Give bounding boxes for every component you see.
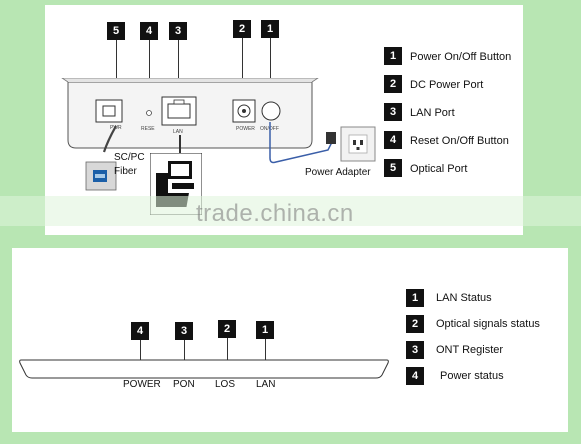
power-adapter-label: Power Adapter (305, 167, 371, 178)
legend-num: 3 (384, 103, 402, 121)
power-outlet-icon (340, 126, 376, 162)
legend-num: 1 (384, 47, 402, 65)
leader-line (184, 340, 185, 360)
legend-num: 4 (384, 131, 402, 149)
callout-optical-port: 5 (107, 22, 125, 40)
leader-line (265, 339, 266, 360)
legend-num: 2 (406, 315, 424, 333)
callout-lan-led: 1 (256, 321, 274, 339)
leader-line (116, 40, 117, 82)
led-label-los: LOS (215, 379, 236, 390)
legend-text: Power On/Off Button (410, 51, 512, 63)
callout-los-led: 2 (218, 320, 236, 338)
legend-num: 5 (384, 159, 402, 177)
leader-line (140, 340, 141, 360)
power-cable (269, 122, 336, 164)
fiber-label-line1: SC/PC (114, 152, 145, 163)
callout-pon-led: 3 (175, 322, 193, 340)
callout-power-led: 4 (131, 322, 149, 340)
leader-line (227, 338, 228, 360)
lan-port-label: LAN (173, 129, 183, 135)
front-panel-diagram (12, 248, 568, 432)
leader-line (270, 38, 271, 82)
legend-text: ONT Register (436, 344, 504, 356)
legend-text: LAN Port (410, 107, 455, 119)
led-label-lan: LAN (256, 379, 276, 390)
legend-num: 3 (406, 341, 424, 359)
ont-front-bar (19, 359, 389, 379)
callout-lan-port: 3 (169, 22, 187, 40)
lan-cable (179, 135, 181, 153)
reset-port-label: RESE (141, 126, 155, 132)
legend-text: DC Power Port (410, 79, 484, 91)
legend-text: LAN Status (436, 292, 492, 304)
power-port-label: POWER (236, 126, 255, 132)
callout-reset: 4 (140, 22, 158, 40)
legend-text: Optical Port (410, 163, 468, 175)
led-label-power: POWER (123, 379, 161, 390)
legend-text: Reset On/Off Button (410, 135, 509, 147)
fiber-label-line2: Fiber (114, 166, 137, 177)
legend-text: Power status (440, 370, 504, 382)
legend-num: 2 (384, 75, 402, 93)
ont-rear-panel-drawing (61, 78, 319, 149)
watermark: trade.china.cn (196, 200, 354, 227)
leader-line (178, 40, 179, 82)
legend-text: Optical signals status (436, 318, 540, 330)
leader-line (149, 40, 150, 82)
leader-line (242, 38, 243, 82)
callout-dc-power: 2 (233, 20, 251, 38)
callout-power-button: 1 (261, 20, 279, 38)
led-label-pon: PON (173, 379, 195, 390)
legend-num: 4 (406, 367, 424, 385)
legend-num: 1 (406, 289, 424, 307)
watermark-band (0, 196, 581, 226)
fiber-connector-icon (85, 125, 117, 191)
